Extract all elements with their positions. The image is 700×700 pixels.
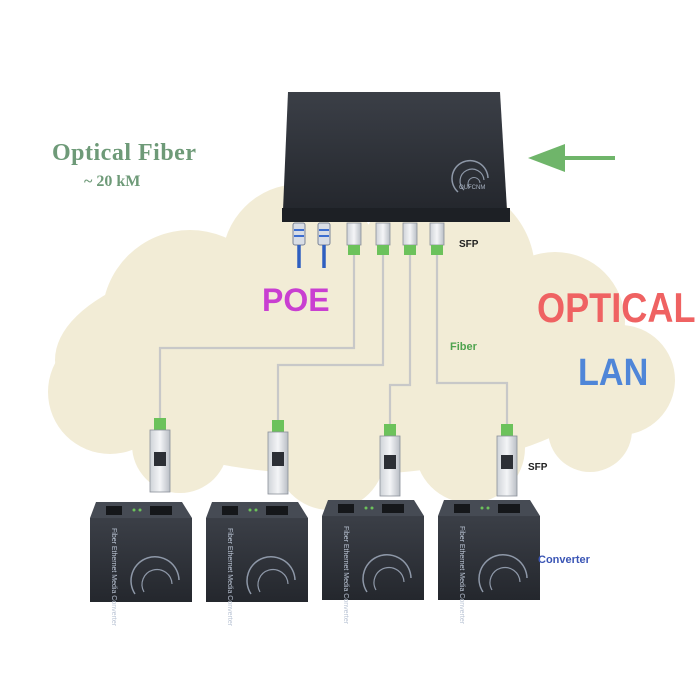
sfp-label-switch: SFP bbox=[459, 239, 479, 250]
converter-text-3: Fiber Ethernet Media Converter bbox=[342, 526, 349, 625]
switch-icon bbox=[282, 92, 510, 222]
distance-label: ~ 20 kM bbox=[84, 173, 141, 190]
fiber-cables bbox=[158, 255, 509, 425]
converter-text-2: Fiber Ethernet Media Converter bbox=[226, 528, 233, 627]
title-optical-fiber: Optical Fiber bbox=[52, 140, 197, 166]
sfp-module-icon bbox=[496, 424, 518, 497]
cloud-icon bbox=[48, 182, 675, 510]
media-converter-icon bbox=[206, 502, 308, 602]
poe-label: POE bbox=[262, 282, 330, 318]
arrow-left-icon bbox=[528, 144, 615, 172]
converter-text-1: Fiber Ethernet Media Converter bbox=[110, 528, 117, 627]
sfp-module-icon bbox=[267, 420, 289, 495]
sfp-modules-row bbox=[149, 418, 518, 497]
media-converters-row bbox=[90, 500, 540, 602]
media-converter-icon bbox=[322, 500, 424, 600]
media-converter-icon bbox=[90, 502, 192, 602]
ethernet-cable-icon bbox=[292, 222, 331, 268]
converter-label: Converter bbox=[538, 554, 590, 566]
sfp-module-icon bbox=[149, 418, 171, 493]
fiber-label: Fiber bbox=[450, 341, 477, 353]
lan-label: LAN bbox=[578, 352, 649, 394]
converter-text-4: Fiber Ethernet Media Converter bbox=[458, 526, 465, 625]
media-converter-icon bbox=[438, 500, 540, 600]
sfp-module-icon bbox=[379, 424, 401, 497]
switch-brand-label: OUFCNM bbox=[459, 185, 486, 191]
sfp-label-modules: SFP bbox=[528, 462, 548, 473]
switch-sfp-ports bbox=[346, 222, 445, 255]
sfp-module-icon bbox=[429, 222, 445, 255]
sfp-module-icon bbox=[375, 222, 391, 255]
sfp-module-icon bbox=[346, 222, 362, 255]
optical-label: OPTICAL bbox=[537, 284, 696, 331]
sfp-module-icon bbox=[402, 222, 418, 255]
